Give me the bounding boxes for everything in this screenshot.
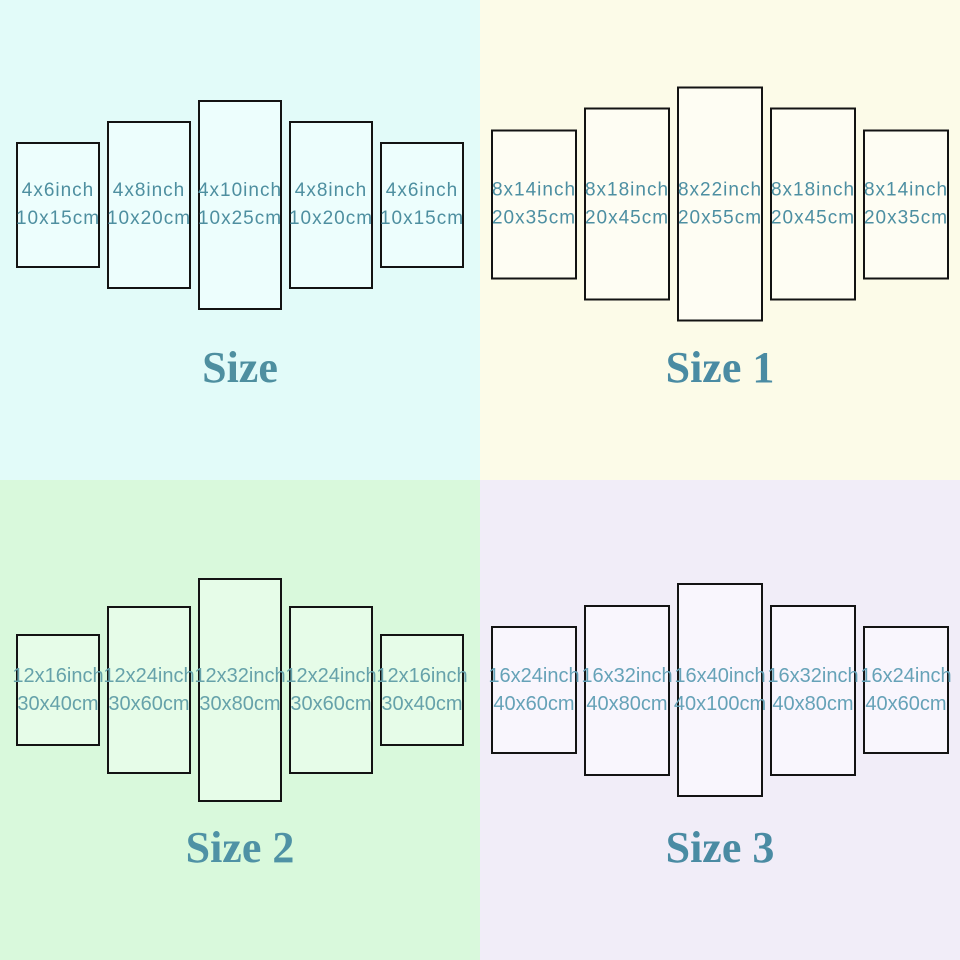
panel-cm-label: 40x60cm bbox=[493, 693, 575, 715]
panel-inch-label: 8x18inch bbox=[584, 179, 670, 200]
panel-inch-label: 16x40inch bbox=[674, 665, 766, 687]
panel-inch-label: 16x24inch bbox=[488, 665, 580, 687]
canvas-panel: 12x16inch 30x40cm bbox=[12, 634, 104, 746]
panel-inch-label: 16x32inch bbox=[767, 665, 859, 687]
panel-inch-label: 12x32inch bbox=[194, 665, 286, 687]
panel-cm-label: 10x15cm bbox=[15, 208, 101, 229]
panel-inch-label: 16x32inch bbox=[581, 665, 673, 687]
canvas-panel: 12x32inch 30x80cm bbox=[194, 578, 286, 802]
panel-cm-label: 30x40cm bbox=[17, 693, 99, 715]
panel-row: 8x14inch 20x35cm 8x18inch 20x45cm 8x22in… bbox=[480, 86, 960, 322]
canvas-panel: 4x6inch 10x15cm bbox=[16, 142, 100, 268]
canvas-panel: 8x18inch 20x45cm bbox=[584, 107, 670, 301]
size-option-title: Size 2 bbox=[185, 823, 295, 872]
panel-inch-label: 4x6inch bbox=[21, 180, 95, 201]
panel-inch-label: 16x24inch bbox=[860, 665, 952, 687]
size-quadrant-size-3: 16x24inch 40x60cm 16x32inch 40x80cm 16x4… bbox=[480, 480, 960, 960]
panel-cm-label: 20x45cm bbox=[584, 207, 670, 228]
panel-inch-label: 8x18inch bbox=[770, 179, 856, 200]
panel-inch-label: 12x16inch bbox=[12, 665, 104, 687]
canvas-panel: 12x16inch 30x40cm bbox=[376, 634, 468, 746]
panel-inch-label: 4x8inch bbox=[294, 180, 368, 201]
size-option-title: Size bbox=[202, 343, 278, 392]
canvas-panel: 8x14inch 20x35cm bbox=[491, 129, 577, 279]
panel-cm-label: 10x20cm bbox=[288, 208, 374, 229]
panel-inch-label: 8x14inch bbox=[491, 179, 577, 200]
panel-cm-label: 40x80cm bbox=[586, 693, 668, 715]
panel-cm-label: 30x60cm bbox=[290, 693, 372, 715]
panel-cm-label: 20x45cm bbox=[770, 207, 856, 228]
panel-inch-label: 4x6inch bbox=[385, 180, 459, 201]
panel-cm-label: 30x60cm bbox=[108, 693, 190, 715]
canvas-panel: 16x32inch 40x80cm bbox=[767, 604, 859, 776]
size-quadrant-size: 4x6inch 10x15cm 4x8inch 10x20cm 4x10inch… bbox=[0, 0, 480, 480]
panel-inch-label: 4x10inch bbox=[197, 180, 283, 201]
panel-cm-label: 40x100cm bbox=[673, 693, 767, 715]
panel-cm-label: 30x80cm bbox=[199, 693, 281, 715]
panel-cm-label: 20x55cm bbox=[677, 207, 763, 228]
canvas-panel: 8x22inch 20x55cm bbox=[677, 86, 763, 322]
panel-row: 12x16inch 30x40cm 12x24inch 30x60cm 12x3… bbox=[0, 578, 480, 802]
canvas-panel: 16x24inch 40x60cm bbox=[488, 626, 580, 754]
size-quadrant-size-1: 8x14inch 20x35cm 8x18inch 20x45cm 8x22in… bbox=[480, 0, 960, 480]
panel-inch-label: 8x22inch bbox=[677, 179, 763, 200]
panel-inch-label: 12x16inch bbox=[376, 665, 468, 687]
canvas-panel: 16x40inch 40x100cm bbox=[673, 583, 767, 797]
panel-inch-label: 8x14inch bbox=[863, 179, 949, 200]
panel-inch-label: 12x24inch bbox=[285, 665, 377, 687]
panel-cm-label: 10x15cm bbox=[379, 208, 465, 229]
panel-inch-label: 4x8inch bbox=[112, 180, 186, 201]
canvas-panel: 16x24inch 40x60cm bbox=[860, 626, 952, 754]
panel-cm-label: 20x35cm bbox=[863, 207, 949, 228]
panel-cm-label: 10x20cm bbox=[106, 208, 192, 229]
size-option-title: Size 3 bbox=[665, 823, 775, 872]
panel-inch-label: 12x24inch bbox=[103, 665, 195, 687]
canvas-panel: 8x18inch 20x45cm bbox=[770, 107, 856, 301]
canvas-panel: 16x32inch 40x80cm bbox=[581, 604, 673, 776]
canvas-panel: 4x8inch 10x20cm bbox=[289, 121, 373, 289]
size-quadrant-size-2: 12x16inch 30x40cm 12x24inch 30x60cm 12x3… bbox=[0, 480, 480, 960]
panel-cm-label: 20x35cm bbox=[491, 207, 577, 228]
size-option-title: Size 1 bbox=[665, 343, 775, 392]
panel-cm-label: 30x40cm bbox=[381, 693, 463, 715]
panel-cm-label: 10x25cm bbox=[197, 208, 283, 229]
panel-cm-label: 40x80cm bbox=[772, 693, 854, 715]
canvas-panel: 12x24inch 30x60cm bbox=[285, 606, 377, 774]
canvas-panel: 4x6inch 10x15cm bbox=[380, 142, 464, 268]
panel-row: 4x6inch 10x15cm 4x8inch 10x20cm 4x10inch… bbox=[0, 100, 480, 310]
panel-row: 16x24inch 40x60cm 16x32inch 40x80cm 16x4… bbox=[480, 583, 960, 797]
canvas-panel: 4x8inch 10x20cm bbox=[107, 121, 191, 289]
canvas-panel: 4x10inch 10x25cm bbox=[198, 100, 282, 310]
canvas-panel: 12x24inch 30x60cm bbox=[103, 606, 195, 774]
canvas-panel: 8x14inch 20x35cm bbox=[863, 129, 949, 279]
panel-cm-label: 40x60cm bbox=[865, 693, 947, 715]
